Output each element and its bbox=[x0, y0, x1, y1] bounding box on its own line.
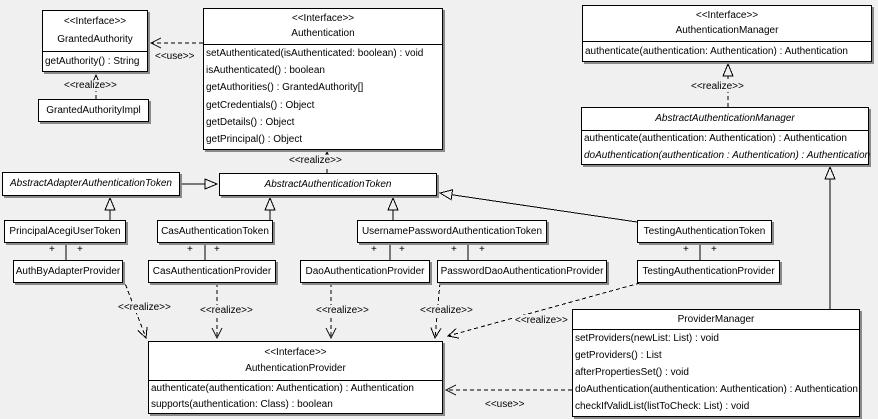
class-name: UsernamePasswordAuthenticationToken bbox=[361, 225, 543, 237]
stereotype-label: <<Interface>> bbox=[63, 16, 127, 28]
multiplicity-label: + bbox=[399, 244, 405, 255]
class-abstract-authentication-manager[interactable]: AbstractAuthenticationManager authenticat… bbox=[581, 107, 871, 165]
class-cas-authentication-provider[interactable]: CasAuthenticationProvider bbox=[148, 260, 276, 283]
class-name: PrincipalAcegiUserToken bbox=[9, 225, 121, 237]
class-authentication-manager[interactable]: <<Interface>> AuthenticationManager authen… bbox=[582, 5, 872, 62]
class-auth-by-adapter-provider[interactable]: AuthByAdapterProvider bbox=[13, 260, 123, 283]
class-name: PasswordDaoAuthenticationProvider bbox=[440, 265, 604, 277]
multiplicity-label: + bbox=[214, 244, 220, 255]
edge-stereotype-label: <<realize>> bbox=[514, 315, 569, 326]
class-granted-authority[interactable]: <<Interface>> GrantedAuthority getAuthorit… bbox=[42, 10, 148, 72]
class-granted-authority-impl[interactable]: GrantedAuthorityImpl bbox=[38, 99, 149, 122]
member-row: setAuthenticated(isAuthenticated: boolea… bbox=[206, 47, 424, 59]
edge-stereotype-label: <<realize>> bbox=[419, 305, 474, 316]
class-name: AuthenticationManager bbox=[675, 25, 779, 37]
member-row: isAuthenticated() : boolean bbox=[206, 64, 325, 76]
edge-stereotype-label: <<realize>> bbox=[288, 155, 343, 166]
class-name: CasAuthenticationToken bbox=[161, 225, 269, 237]
member-row: afterPropertiesSet() : void bbox=[575, 367, 689, 378]
member-row: getCredentials() : Object bbox=[206, 99, 315, 111]
member-row: doAuthentication(authentication: Authent… bbox=[575, 384, 858, 396]
member-row: supports(authentication: Class) : boolea… bbox=[151, 399, 333, 410]
member-row: getDetails() : Object bbox=[206, 116, 295, 128]
edge-realize-testingprovider-authprovider bbox=[448, 282, 641, 336]
class-name: GrantedAuthority bbox=[57, 33, 133, 45]
member-row: getProviders() : List bbox=[575, 349, 662, 361]
class-name: AuthByAdapterProvider bbox=[15, 265, 121, 277]
class-name: AbstractAuthenticationManager bbox=[655, 113, 795, 124]
edge-stereotype-label: <<realize>> bbox=[690, 81, 745, 92]
class-name: GrantedAuthorityImpl bbox=[46, 104, 141, 116]
class-principal-acegi-user-token[interactable]: PrincipalAcegiUserToken bbox=[4, 220, 126, 243]
member-list: setProviders(newList: List) : void getPro… bbox=[573, 330, 859, 416]
edge-realize-authbyadapterprovider-authprovider bbox=[122, 277, 146, 338]
member-row: doAuthentication(authentication : Authen… bbox=[584, 149, 871, 161]
edge-gen-testingtoken-abstracttoken bbox=[440, 193, 638, 223]
class-name: AbstractAdapterAuthenticationToken bbox=[10, 178, 172, 189]
class-name: TestingAuthenticationProvider bbox=[642, 265, 775, 277]
edge-stereotype-label: <<realize>> bbox=[199, 305, 254, 316]
stereotype-label: <<Interface>> bbox=[264, 346, 327, 358]
class-name: ProviderManager bbox=[677, 313, 755, 325]
edge-realize-passworddaoprovider-authprovider bbox=[435, 282, 440, 338]
multiplicity-label: + bbox=[451, 244, 457, 255]
member-row: authenticate(authentication: Authenticat… bbox=[585, 45, 848, 57]
member-row: getPrincipal() : Object bbox=[206, 134, 303, 146]
member-list: authenticate(authentication: Authenticat… bbox=[583, 42, 871, 61]
class-authentication-provider[interactable]: <<Interface>> AuthenticationProvider authe… bbox=[148, 341, 443, 414]
class-name: AuthenticationProvider bbox=[245, 363, 346, 375]
member-row: setProviders(newList: List) : void bbox=[575, 332, 719, 344]
class-name: Authentication bbox=[291, 28, 355, 40]
multiplicity-label: + bbox=[371, 244, 377, 255]
member-list: getAuthority() : String bbox=[43, 52, 147, 71]
member-row: authenticate(authentication: Authenticat… bbox=[151, 383, 414, 394]
stereotype-label: <<Interface>> bbox=[695, 9, 759, 21]
class-name: TestingAuthenticationToken bbox=[643, 225, 766, 237]
stereotype-label: <<Interface>> bbox=[291, 12, 355, 24]
class-testing-authentication-provider[interactable]: TestingAuthenticationProvider bbox=[637, 260, 780, 283]
class-name: AbstractAuthenticationToken bbox=[264, 178, 392, 190]
class-abstract-authentication-token[interactable]: AbstractAuthenticationToken bbox=[219, 173, 437, 196]
class-username-password-authentication-token[interactable]: UsernamePasswordAuthenticationToken bbox=[357, 220, 547, 243]
multiplicity-label: + bbox=[683, 244, 689, 255]
class-cas-authentication-token[interactable]: CasAuthenticationToken bbox=[157, 220, 273, 243]
class-name: DaoAuthenticationProvider bbox=[305, 265, 425, 277]
class-abstract-adapter-authentication-token[interactable]: AbstractAdapterAuthenticationToken bbox=[2, 172, 180, 196]
edge-stereotype-label: <<realize>> bbox=[63, 80, 118, 91]
multiplicity-label: + bbox=[187, 244, 193, 255]
class-provider-manager[interactable]: ProviderManager setProviders(newList: Lis… bbox=[572, 309, 860, 417]
member-row: authenticate(authentication: Authenticat… bbox=[584, 133, 847, 145]
multiplicity-label: + bbox=[77, 244, 83, 255]
multiplicity-label: + bbox=[711, 244, 717, 255]
edge-stereotype-label: <<realize>> bbox=[117, 302, 172, 313]
member-row: getAuthorities() : GrantedAuthority[] bbox=[206, 82, 364, 94]
class-name: CasAuthenticationProvider bbox=[152, 265, 272, 277]
class-testing-authentication-token[interactable]: TestingAuthenticationToken bbox=[637, 220, 772, 243]
edge-stereotype-label: <<use>> bbox=[154, 51, 196, 62]
edge-stereotype-label: <<use>> bbox=[484, 399, 526, 410]
member-list: setAuthenticated(isAuthenticated: boolea… bbox=[204, 45, 442, 149]
multiplicity-label: + bbox=[49, 244, 55, 255]
member-list: authenticate(authentication: Authenticat… bbox=[582, 131, 871, 164]
edge-stereotype-label: <<realize>> bbox=[315, 305, 370, 316]
class-password-dao-authentication-provider[interactable]: PasswordDaoAuthenticationProvider bbox=[437, 260, 607, 283]
multiplicity-label: + bbox=[479, 244, 485, 255]
member-row: checkIfValidList(listToCheck: List) : vo… bbox=[575, 401, 750, 413]
member-row: getAuthority() : String bbox=[45, 55, 140, 67]
class-dao-authentication-provider[interactable]: DaoAuthenticationProvider bbox=[300, 260, 430, 283]
class-authentication[interactable]: <<Interface>> Authentication setAuthentica… bbox=[203, 8, 443, 150]
member-list: authenticate(authentication: Authenticat… bbox=[149, 381, 442, 413]
